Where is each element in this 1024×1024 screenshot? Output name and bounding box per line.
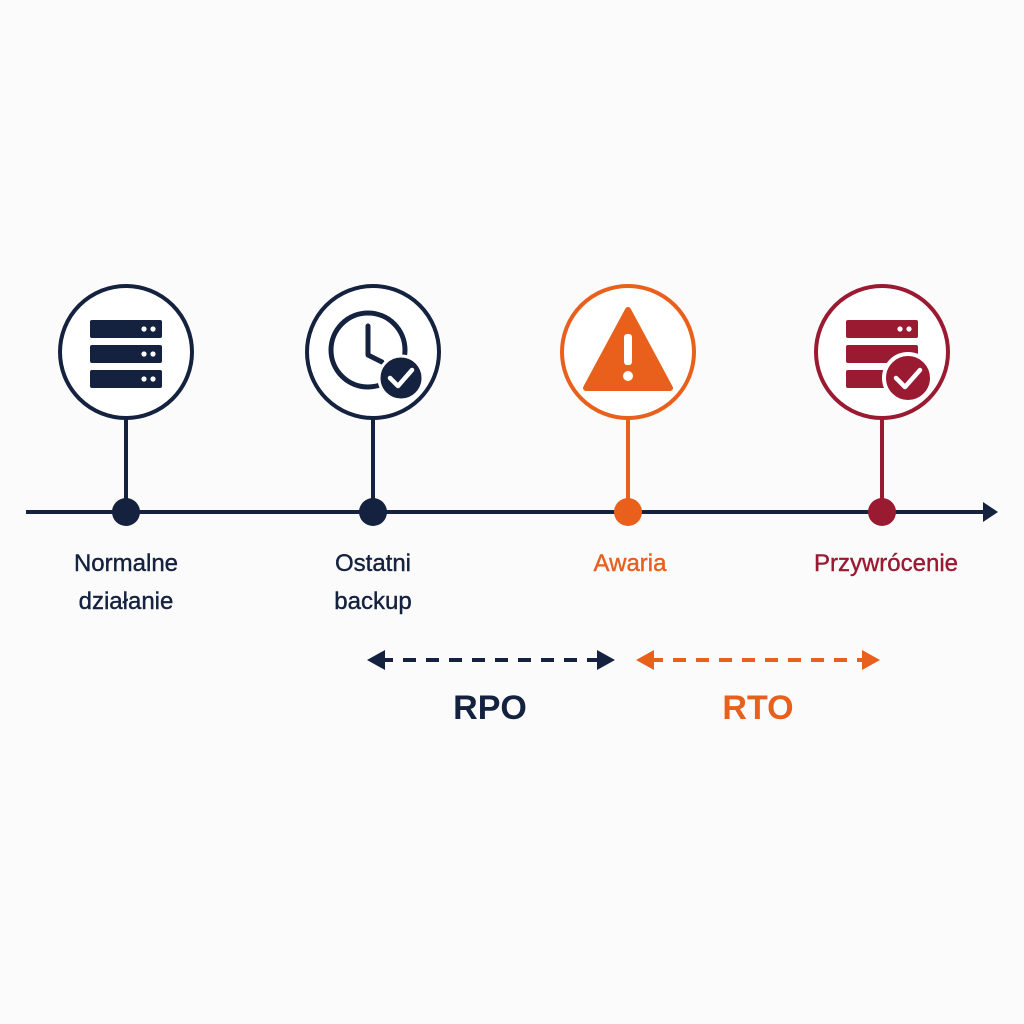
rpo-interval-arrow (367, 650, 615, 670)
stage-dot (112, 498, 140, 526)
stage-dot (614, 498, 642, 526)
stage-normal-operation (58, 284, 194, 526)
server-check-icon (846, 320, 934, 404)
stage-label-recovery: Przywrócenie (813, 550, 959, 577)
clock-check-icon (328, 310, 425, 402)
stage-dot (868, 498, 896, 526)
axis-arrow-head (983, 502, 998, 522)
rpo-label: RPO (453, 689, 527, 727)
warning-icon (583, 307, 673, 391)
stage-label-normal-operation: Normalne działanie (73, 550, 179, 615)
stage-last-backup (305, 284, 441, 526)
stage-label-failure: Awaria (593, 550, 667, 577)
stage-label-last-backup: Ostatni backup (334, 550, 412, 615)
server-icon (90, 320, 162, 388)
stage-failure (560, 284, 696, 526)
stage-icon-ring (305, 284, 441, 420)
stage-dot (359, 498, 387, 526)
stage-recovery (814, 284, 950, 526)
rto-label: RTO (722, 689, 794, 727)
rto-interval-arrow (636, 650, 880, 670)
